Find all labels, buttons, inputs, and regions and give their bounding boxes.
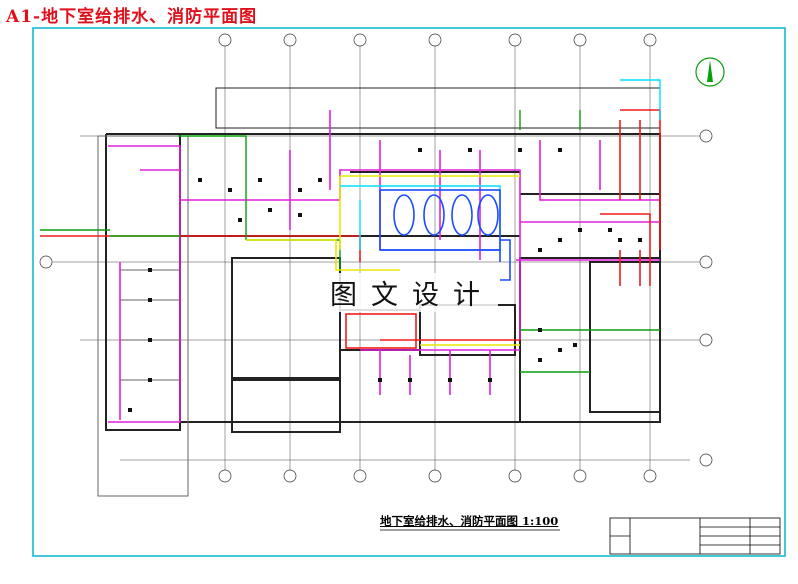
fixture-symbol [558, 238, 562, 242]
grid-bubble [218, 33, 232, 47]
fixture-symbol [258, 178, 262, 182]
fixture-symbol [148, 378, 152, 382]
grid-bubble [573, 469, 587, 483]
grid-bubble [283, 33, 297, 47]
north-arrow-icon [695, 57, 725, 87]
grid-bubble [218, 469, 232, 483]
grid-bubble [508, 33, 522, 47]
fixture-symbol [408, 378, 412, 382]
left-wing [97, 135, 189, 497]
grid-bubble [39, 255, 53, 269]
grid-bubble [573, 33, 587, 47]
fixture-symbol [558, 348, 562, 352]
equipment-room [379, 189, 511, 281]
title-block [609, 517, 781, 555]
water-supply-pipes [108, 110, 660, 423]
fixture-symbol [518, 148, 522, 152]
fixture-symbol [148, 338, 152, 342]
grid-bubble [353, 33, 367, 47]
grid-axis-bubbles [39, 33, 713, 483]
fixture-symbol [318, 178, 322, 182]
fixture-symbol [418, 148, 422, 152]
grid-bubble [353, 469, 367, 483]
sheet-border [32, 27, 786, 557]
grid-bubble [643, 33, 657, 47]
fixture-symbol [573, 343, 577, 347]
drawing-title: 地下室给排水、消防平面图 1:100 [380, 514, 559, 528]
grid-bubble [283, 469, 297, 483]
fixture-symbol [538, 328, 542, 332]
fixture-symbol [148, 268, 152, 272]
fixture-symbol [298, 188, 302, 192]
grid-bubble [428, 469, 442, 483]
fixture-symbol [538, 358, 542, 362]
fixtures [128, 148, 642, 412]
grid-bubble [643, 469, 657, 483]
fixture-symbol [228, 188, 232, 192]
grid-bubble [699, 453, 713, 467]
sheet-heading: A1-地下室给排水、消防平面图 [6, 7, 258, 27]
fixture-symbol [468, 148, 472, 152]
cold-water-pipes [246, 175, 520, 346]
watermark-text: 图文设计 [326, 273, 498, 312]
fixture-symbol [578, 228, 582, 232]
fixture-symbol [128, 408, 132, 412]
fixture-symbol [638, 238, 642, 242]
fixture-symbol [298, 213, 302, 217]
fixture-symbol [488, 378, 492, 382]
grid-bubble [428, 33, 442, 47]
fixture-symbol [378, 378, 382, 382]
grid-bubble [508, 469, 522, 483]
fixture-symbol [618, 238, 622, 242]
fixture-symbol [538, 248, 542, 252]
fixture-symbol [198, 178, 202, 182]
grid-bubble [699, 333, 713, 347]
fixture-symbol [608, 228, 612, 232]
fixture-symbol [268, 208, 272, 212]
fixture-symbol [238, 218, 242, 222]
grid-bubble [699, 129, 713, 143]
fixture-symbol [448, 378, 452, 382]
grid-bubble [699, 255, 713, 269]
fixture-symbol [558, 148, 562, 152]
drainage-pipes [40, 110, 660, 373]
fixture-symbol [148, 298, 152, 302]
